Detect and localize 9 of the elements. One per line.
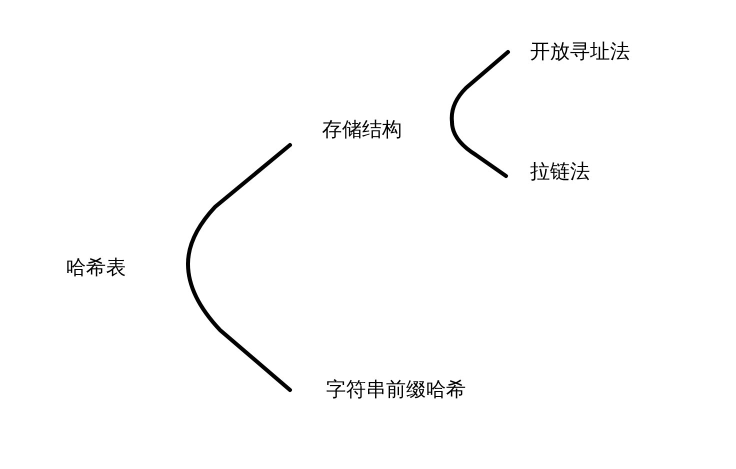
- node-label: 拉链法: [530, 158, 590, 184]
- node-label: 字符串前缀哈希: [326, 376, 466, 402]
- bracket-line: [450, 120, 508, 178]
- bracket-line: [186, 143, 292, 266]
- bracket-line: [450, 50, 510, 124]
- node-label: 开放寻址法: [530, 38, 630, 64]
- bracket-line: [186, 262, 292, 392]
- node-label: 哈希表: [66, 254, 126, 280]
- node-label: 存储结构: [322, 116, 402, 142]
